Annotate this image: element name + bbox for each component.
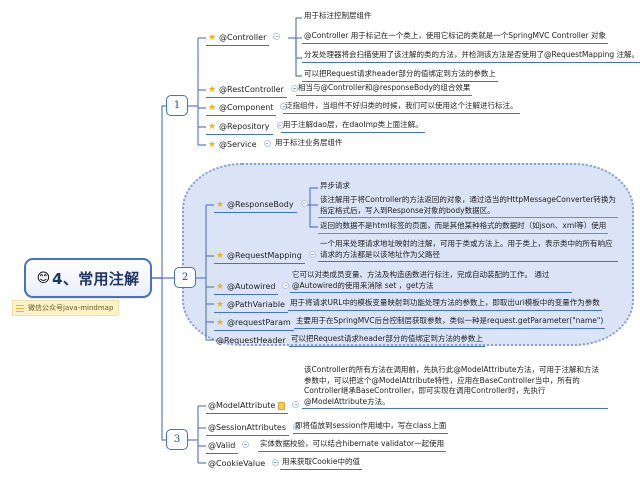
detail-component-0: 泛指组件，当组件不好归类的时候，我们可以使用这个注解进行标注。 bbox=[283, 101, 520, 114]
section-badge-3[interactable]: 3 bbox=[166, 429, 188, 450]
topic-controller[interactable]: ★ @Controller bbox=[206, 31, 281, 46]
star-icon: ★ bbox=[216, 199, 225, 210]
star-icon: ★ bbox=[216, 250, 225, 261]
collapse-toggle-valid[interactable] bbox=[242, 441, 250, 448]
detail-pathvariable-0: 用于将请求URL中的模板变量映射到功能处理方法的参数上，即取出uri模板中的变量… bbox=[288, 298, 602, 311]
detail-requestparam-0: 主要用于在SpringMVC后台控制层获取参数，类似一种是request.get… bbox=[294, 316, 606, 329]
author-note: 微信公众号java-mindmap bbox=[12, 300, 120, 316]
section-badge-1[interactable]: 1 bbox=[166, 95, 188, 116]
detail-valid-0: 实体数据校验，可以结合hibernate validator一起使用 bbox=[258, 439, 447, 452]
author-note-label: 微信公众号java-mindmap bbox=[28, 304, 114, 312]
collapse-toggle-requestheader[interactable] bbox=[292, 336, 300, 343]
topic-responsebody[interactable]: ★ @ResponseBody bbox=[214, 198, 308, 213]
detail-autowired-0: 它可以对类成员变量、方法及构造函数进行标注，完成自动装配的工作。 通过@Auto… bbox=[290, 270, 572, 293]
star-icon: ★ bbox=[208, 32, 217, 43]
topic-controller-label: ★ @Controller bbox=[206, 31, 270, 46]
topic-pathvariable[interactable]: ★ @PathVariable bbox=[214, 298, 299, 313]
topic-valid-label: @Valid bbox=[206, 439, 239, 454]
topic-component-label: ★ @Component bbox=[206, 101, 277, 116]
topic-requestheader-label: @RequestHeader bbox=[216, 336, 286, 345]
topic-modelattribute[interactable]: @ModelAttribute bbox=[206, 399, 300, 414]
topic-modelattribute-label: @ModelAttribute bbox=[206, 399, 289, 414]
star-icon: ★ bbox=[208, 121, 217, 132]
topic-autowired[interactable]: ★ @Autowired bbox=[214, 280, 290, 295]
section-badge-2-label: 2 bbox=[181, 272, 189, 283]
collapse-toggle-requestmapping[interactable] bbox=[308, 251, 316, 258]
topic-cookievalue[interactable]: @CookieValue bbox=[206, 457, 280, 471]
star-icon: ★ bbox=[216, 281, 225, 292]
detail-controller-2: 分发处理器将会扫描使用了该注解的类的方法，并检测该方法是否使用了@Request… bbox=[302, 50, 640, 63]
section-badge-1-label: 1 bbox=[173, 100, 181, 111]
smiley-icon: 😊 bbox=[36, 270, 51, 286]
topic-cookievalue-label: @CookieValue bbox=[208, 459, 266, 468]
collapse-toggle-pathvariable[interactable] bbox=[291, 300, 299, 307]
star-icon: ★ bbox=[208, 102, 217, 113]
detail-responsebody-2: 返回的数据不是html标签的页面，而是其他某种格式的数据时（如json、xml等… bbox=[318, 221, 609, 234]
detail-responsebody-1: 该注解用于将Controller的方法返回的对象，通过适当的HttpMessag… bbox=[318, 195, 618, 218]
topic-requestparam[interactable]: ★ @requestParam bbox=[214, 316, 305, 331]
star-icon: ★ bbox=[216, 299, 225, 310]
detail-requestmapping-0: 一个用来处理请求地址映射的注解，可用于类或方法上。用于类上，表示类中的所有响应请… bbox=[318, 239, 618, 262]
topic-requestparam-label: ★ @requestParam bbox=[214, 316, 294, 331]
collapse-toggle-repository[interactable] bbox=[276, 122, 284, 129]
collapse-toggle-modelattribute[interactable] bbox=[292, 401, 300, 408]
topic-repository-label: ★ @Repository bbox=[206, 120, 273, 135]
topic-service[interactable]: ★ @Service bbox=[206, 138, 271, 152]
star-icon: ★ bbox=[208, 84, 217, 95]
collapse-toggle-autowired[interactable] bbox=[282, 282, 290, 289]
section-badge-3-label: 3 bbox=[173, 434, 181, 445]
central-topic-label: 4、常用注解 bbox=[52, 269, 140, 288]
topic-sessionattributes[interactable]: @SessionAttributes bbox=[206, 421, 301, 436]
detail-requestheader-0: 可以把Request请求header部分的值绑定到方法的参数上 bbox=[289, 334, 485, 347]
topic-restcontroller-label: ★ @RestController bbox=[206, 83, 287, 98]
note-icon bbox=[278, 401, 286, 410]
section-badge-2[interactable]: 2 bbox=[174, 267, 196, 288]
topic-component[interactable]: ★ @Component bbox=[206, 101, 288, 116]
topic-autowired-label: ★ @Autowired bbox=[214, 280, 279, 295]
collapse-toggle-component[interactable] bbox=[280, 103, 288, 110]
detail-controller-0: 用于标注控制层组件 bbox=[304, 11, 372, 20]
section-2-cloud-background bbox=[182, 163, 634, 346]
topic-service-label: ★ @Service bbox=[208, 139, 257, 150]
collapse-toggle-restcontroller[interactable] bbox=[290, 85, 298, 92]
central-topic[interactable]: 😊 4、常用注解 bbox=[24, 258, 152, 298]
collapse-toggle-controller[interactable] bbox=[273, 33, 281, 40]
detail-repository-0: 用于注解dao层，在daoImp类上面注解。 bbox=[281, 120, 425, 133]
star-icon: ★ bbox=[216, 317, 225, 328]
detail-service-0: 用于标注业务层组件 bbox=[275, 138, 343, 147]
collapse-toggle-cookievalue[interactable] bbox=[272, 459, 280, 466]
topic-requestmapping-label: ★ @RequestMapping bbox=[214, 249, 305, 264]
collapse-toggle-sessionattributes[interactable] bbox=[293, 423, 301, 430]
star-icon: ★ bbox=[208, 139, 217, 150]
detail-cookievalue-0: 用来获取Cookie中的值 bbox=[280, 457, 362, 470]
collapse-toggle-responsebody[interactable] bbox=[300, 200, 308, 207]
topic-pathvariable-label: ★ @PathVariable bbox=[214, 298, 288, 313]
topic-requestmapping[interactable]: ★ @RequestMapping bbox=[214, 249, 316, 264]
detail-controller-1: @Controller 用于标记在一个类上，使用它标记的类就是一个SpringM… bbox=[302, 31, 608, 44]
lines-icon bbox=[16, 304, 24, 312]
topic-responsebody-label: ★ @ResponseBody bbox=[214, 198, 297, 213]
collapse-toggle-requestparam[interactable] bbox=[297, 318, 305, 325]
collapse-toggle-service[interactable] bbox=[263, 140, 271, 147]
topic-repository[interactable]: ★ @Repository bbox=[206, 120, 284, 135]
topic-restcontroller[interactable]: ★ @RestController bbox=[206, 83, 298, 98]
topic-sessionattributes-label: @SessionAttributes bbox=[206, 421, 290, 436]
detail-modelattribute-0: 该Controller的所有方法在调用前，先执行此@ModelAttribute… bbox=[302, 365, 608, 409]
topic-requestheader[interactable]: @RequestHeader bbox=[214, 334, 300, 348]
topic-valid[interactable]: @Valid bbox=[206, 439, 250, 454]
detail-controller-3: 可以把Request请求header部分的值绑定到方法的参数上 bbox=[302, 69, 498, 82]
detail-responsebody-0: 异步请求 bbox=[320, 181, 350, 190]
detail-sessionattributes-0: 即将值放到session作用域中，写在class上面 bbox=[293, 421, 449, 434]
detail-restcontroller-0: 相当与@Controller和@responseBody的组合效果 bbox=[296, 83, 473, 96]
